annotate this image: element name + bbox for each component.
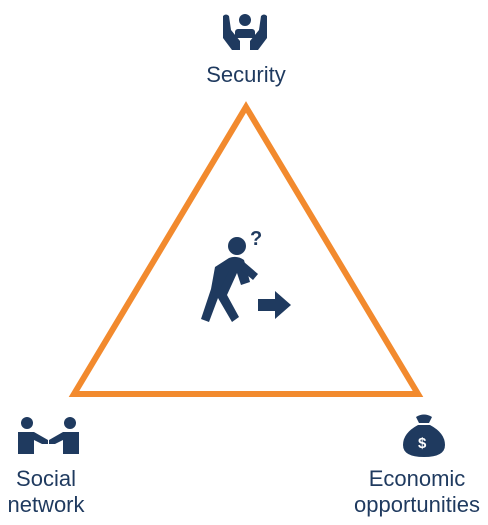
social-label-line2: network <box>7 492 85 517</box>
handshake-people-icon <box>18 417 79 454</box>
money-bag-dollar-icon <box>403 414 445 457</box>
hands-holding-person-icon <box>223 14 267 50</box>
node-label-social: Social network <box>0 466 92 518</box>
node-label-economic: Economic opportunities <box>346 466 488 518</box>
social-label-line1: Social <box>16 466 76 491</box>
node-label-security: Security <box>194 62 298 88</box>
walking-person-question-icon <box>201 237 291 322</box>
economic-label-line1: Economic <box>368 466 466 491</box>
dollar-symbol: $ <box>418 435 427 452</box>
security-label: Security <box>206 62 286 87</box>
economic-label-line2: opportunities <box>354 492 480 517</box>
triangle-outline <box>68 101 424 397</box>
question-mark-symbol: ? <box>250 228 262 250</box>
